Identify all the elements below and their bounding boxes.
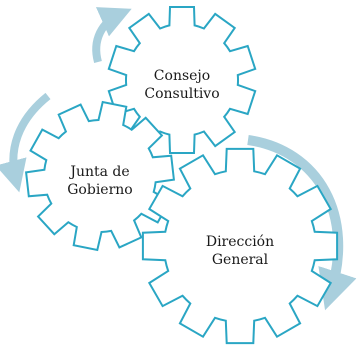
cycle-arrow-right: [247, 135, 357, 311]
gear-junta-de-gobierno: [24, 100, 176, 252]
gear-direccion-general: [141, 147, 339, 345]
consejo-label-line2: Consultivo: [144, 86, 219, 102]
cycle-arrow-left: [0, 92, 51, 193]
junta-label-line1: Junta de: [68, 164, 129, 180]
direccion-label-line2: General: [212, 252, 269, 268]
cycle-arrow-top: [92, 7, 132, 64]
junta-label-line2: Gobierno: [67, 182, 132, 198]
gear-consejo-consultivo: [107, 6, 257, 154]
direccion-label-line1: Dirección: [206, 234, 274, 250]
consejo-label-line1: Consejo: [154, 68, 210, 84]
